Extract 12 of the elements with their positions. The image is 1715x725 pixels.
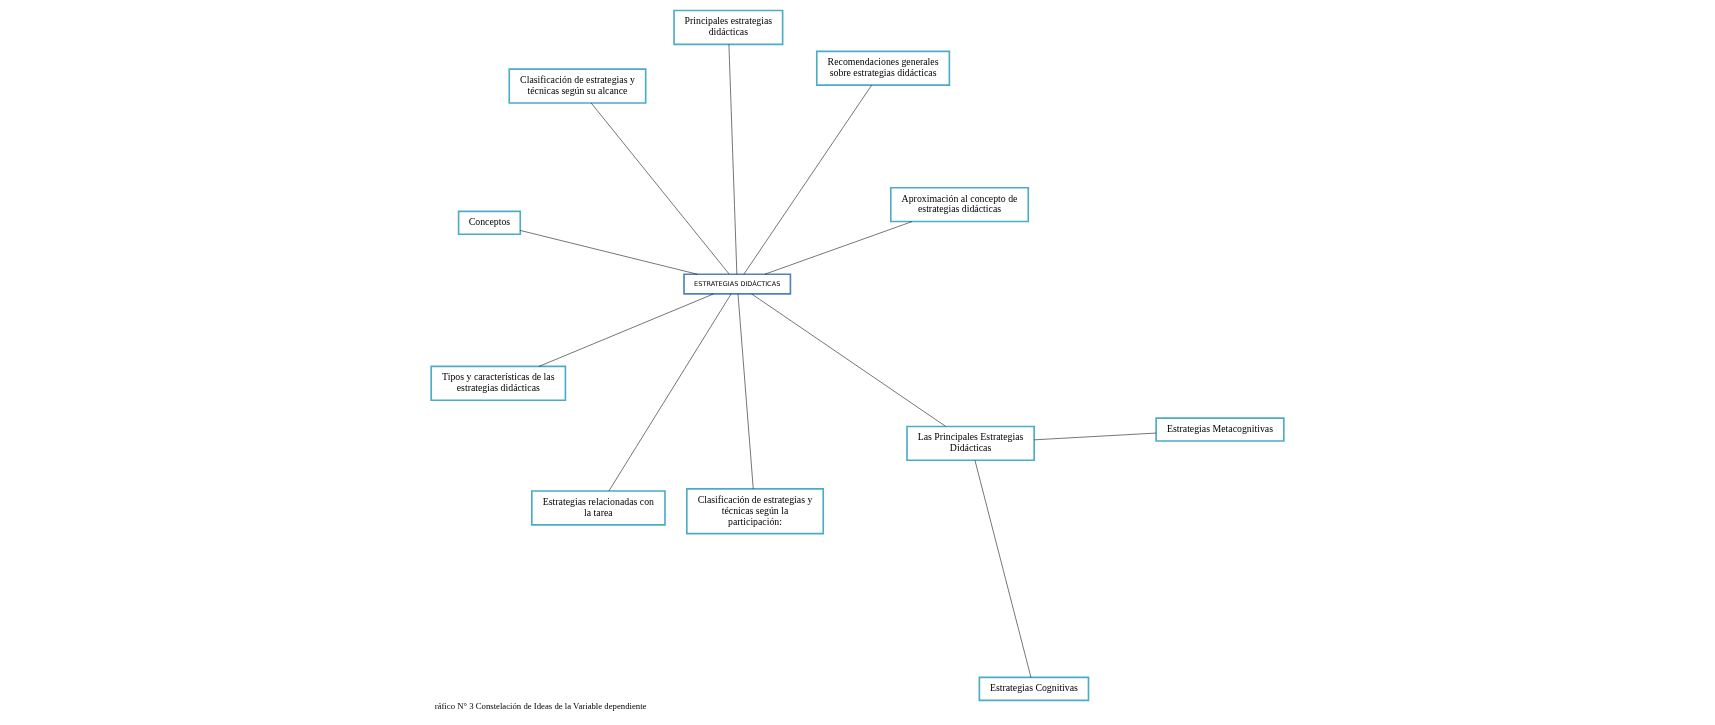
node-box: Clasificación de estrategias y técnicas según la participación: bbox=[686, 488, 825, 535]
node-box: Principales estrategias didácticas bbox=[673, 9, 784, 46]
node-box: Estrategias Cognitivas bbox=[978, 676, 1090, 702]
node-box: Estrategias Metacognitivas bbox=[1155, 417, 1285, 442]
node-box: Estrategias relacionadas con la tarea bbox=[531, 490, 666, 526]
node-box: Conceptos bbox=[457, 210, 522, 236]
node-box: Recomendaciones generales sobre estrategias didácticas bbox=[815, 50, 951, 86]
node-box: Clasificación de estrategias y técnicas según su alcance bbox=[508, 68, 647, 104]
node-box: Aproximación al concepto de estrategias didácticas bbox=[889, 186, 1030, 223]
node-box: Las Principales Estrategias Didácticas bbox=[906, 425, 1035, 462]
node-box: Tipos y características de las estrategias didácticas bbox=[430, 365, 567, 402]
caption: ráfico N° 3 Constelación de Ideas de la Variable dependiente bbox=[434, 701, 647, 712]
